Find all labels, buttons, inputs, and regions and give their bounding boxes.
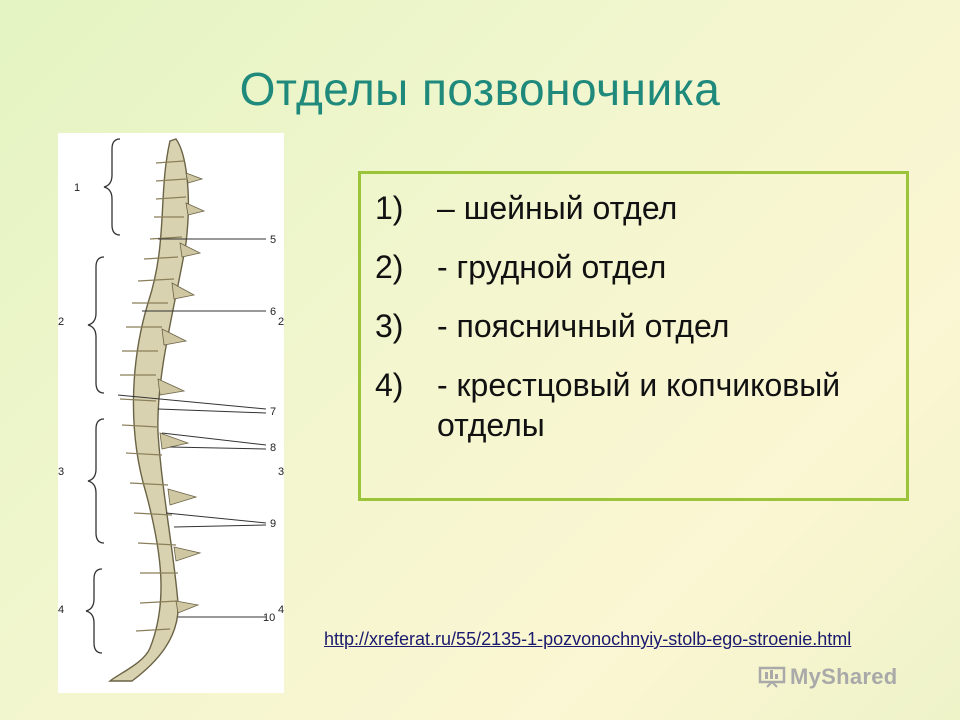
slide-title: Отделы позвоночника xyxy=(239,63,721,115)
label-right-2: 2 xyxy=(278,316,284,328)
list-item-number: 4) xyxy=(375,367,404,403)
label-right-6: 6 xyxy=(270,306,276,318)
sections-list: 1) – шейный отдел 2) - грудной отдел 3) … xyxy=(375,188,895,464)
label-right-3: 3 xyxy=(278,466,284,478)
label-left-2: 2 xyxy=(58,316,64,328)
myshared-watermark: MyShared xyxy=(758,664,898,690)
sections-box: 1) – шейный отдел 2) - грудной отдел 3) … xyxy=(358,171,909,501)
list-item-number: 1) xyxy=(375,190,404,226)
list-item-text: - поясничный отдел xyxy=(437,308,730,344)
list-item-text: – шейный отдел xyxy=(437,190,678,226)
label-right-10: 10 xyxy=(263,612,275,624)
label-left-1: 1 xyxy=(74,182,80,194)
list-item-text: - крестцовый и копчиковый отделы xyxy=(437,367,841,443)
vertebrae-lines xyxy=(119,160,187,632)
list-item: 1) – шейный отдел xyxy=(375,188,895,228)
spine-svg: 1 2 3 4 5 6 2 7 8 3 9 10 4 xyxy=(58,138,284,682)
source-link[interactable]: http://xreferat.ru/55/2135-1-pozvonochny… xyxy=(324,629,852,649)
list-item-number: 2) xyxy=(375,249,404,285)
label-right-7: 7 xyxy=(270,406,276,418)
label-right-5: 5 xyxy=(270,234,276,246)
list-item-text: - грудной отдел xyxy=(437,249,667,285)
label-right-8: 8 xyxy=(270,442,276,454)
leader-lines xyxy=(117,238,267,618)
label-right-4: 4 xyxy=(278,604,284,616)
label-right-9: 9 xyxy=(270,518,276,530)
list-item-number: 3) xyxy=(375,308,404,344)
brand-name: MyShared xyxy=(790,664,898,689)
spinous-processes xyxy=(157,172,206,614)
list-item: 2) - грудной отдел xyxy=(375,247,895,287)
list-item: 3) - поясничный отдел xyxy=(375,306,895,346)
list-item: 4) - крестцовый и копчиковый отделы xyxy=(375,365,895,445)
presentation-icon xyxy=(758,666,786,688)
section-braces xyxy=(85,138,121,654)
spine-illustration: 1 2 3 4 5 6 2 7 8 3 9 10 4 xyxy=(58,133,284,693)
label-left-4: 4 xyxy=(58,604,64,616)
label-left-3: 3 xyxy=(58,466,64,478)
